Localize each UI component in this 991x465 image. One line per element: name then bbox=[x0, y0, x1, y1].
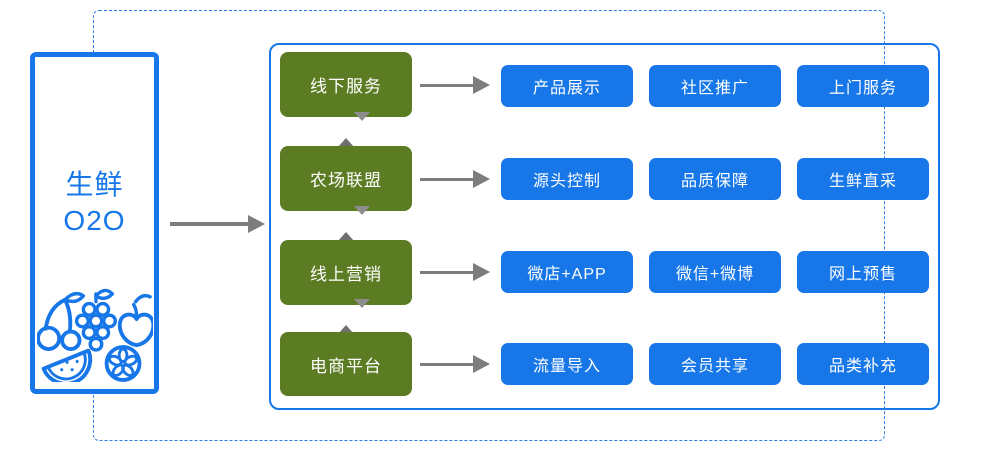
grapes-icon bbox=[74, 288, 117, 352]
item-label: 上门服务 bbox=[828, 80, 897, 97]
root-title: 生鲜 O2O bbox=[35, 167, 154, 239]
arrow-down-icon bbox=[354, 112, 370, 138]
item-node: 流量导入 bbox=[501, 343, 633, 385]
fruits-icon bbox=[35, 288, 155, 387]
item-node: 微店+APP bbox=[501, 251, 633, 293]
item-node: 生鲜直采 bbox=[797, 158, 929, 200]
item-label: 网上预售 bbox=[828, 266, 897, 283]
item-label: 微店+APP bbox=[527, 266, 607, 283]
arrow-down-icon bbox=[354, 299, 370, 325]
arrow-up-icon bbox=[338, 121, 354, 147]
category-label: 农场联盟 bbox=[310, 171, 382, 190]
item-node: 源头控制 bbox=[501, 158, 633, 200]
arrow-head bbox=[473, 170, 490, 188]
category-label: 线下服务 bbox=[310, 77, 382, 96]
root-title-line1: 生鲜 bbox=[65, 169, 124, 200]
arrow-up-icon bbox=[338, 215, 354, 241]
item-label: 品质保障 bbox=[680, 173, 749, 190]
arrow-shaft bbox=[420, 363, 476, 366]
bidirectional-arrow-icon bbox=[338, 112, 370, 147]
item-node: 社区推广 bbox=[649, 65, 781, 107]
citrus-slice-icon bbox=[104, 345, 141, 382]
item-node: 产品展示 bbox=[501, 65, 633, 107]
item-node: 品质保障 bbox=[649, 158, 781, 200]
item-label: 微信+微博 bbox=[675, 266, 755, 283]
root-node-fresh-o2o: 生鲜 O2O bbox=[30, 52, 159, 394]
item-label: 社区推广 bbox=[680, 80, 749, 97]
bidirectional-arrow-icon bbox=[338, 299, 370, 334]
item-node: 微信+微博 bbox=[649, 251, 781, 293]
category-arrow-row3 bbox=[420, 263, 490, 282]
item-node: 上门服务 bbox=[797, 65, 929, 107]
category-arrow-row2 bbox=[420, 170, 490, 189]
item-label: 品类补充 bbox=[828, 358, 897, 375]
category-node-offline-service: 线下服务 bbox=[280, 52, 412, 117]
item-node: 网上预售 bbox=[797, 251, 929, 293]
item-label: 会员共享 bbox=[680, 358, 749, 375]
category-node-farm-alliance: 农场联盟 bbox=[280, 146, 412, 211]
arrow-shaft bbox=[420, 271, 476, 274]
arrow-shaft bbox=[170, 222, 250, 226]
arrow-shaft bbox=[420, 178, 476, 181]
cherry-icon bbox=[35, 291, 85, 351]
arrow-shaft bbox=[420, 84, 476, 87]
item-node: 会员共享 bbox=[649, 343, 781, 385]
category-arrow-row4 bbox=[420, 355, 490, 374]
arrow-head bbox=[473, 263, 490, 281]
apple-icon bbox=[117, 293, 155, 348]
category-arrow-row1 bbox=[420, 76, 490, 95]
bidirectional-arrow-icon bbox=[338, 206, 370, 241]
arrow-up-icon bbox=[338, 308, 354, 334]
arrow-head bbox=[473, 355, 490, 373]
arrow-head bbox=[248, 215, 265, 233]
watermelon-icon bbox=[41, 348, 92, 386]
item-label: 源头控制 bbox=[532, 173, 601, 190]
arrow-down-icon bbox=[354, 206, 370, 232]
root-to-container-arrow bbox=[170, 215, 265, 234]
category-label: 线上营销 bbox=[310, 265, 382, 284]
category-label: 电商平台 bbox=[310, 356, 382, 376]
item-label: 产品展示 bbox=[532, 80, 601, 97]
item-node: 品类补充 bbox=[797, 343, 929, 385]
item-label: 流量导入 bbox=[532, 358, 601, 375]
root-title-line2: O2O bbox=[63, 205, 126, 236]
category-node-ecommerce-platform: 电商平台 bbox=[280, 332, 412, 396]
item-label: 生鲜直采 bbox=[828, 173, 897, 190]
arrow-head bbox=[473, 76, 490, 94]
category-node-online-marketing: 线上营销 bbox=[280, 240, 412, 305]
